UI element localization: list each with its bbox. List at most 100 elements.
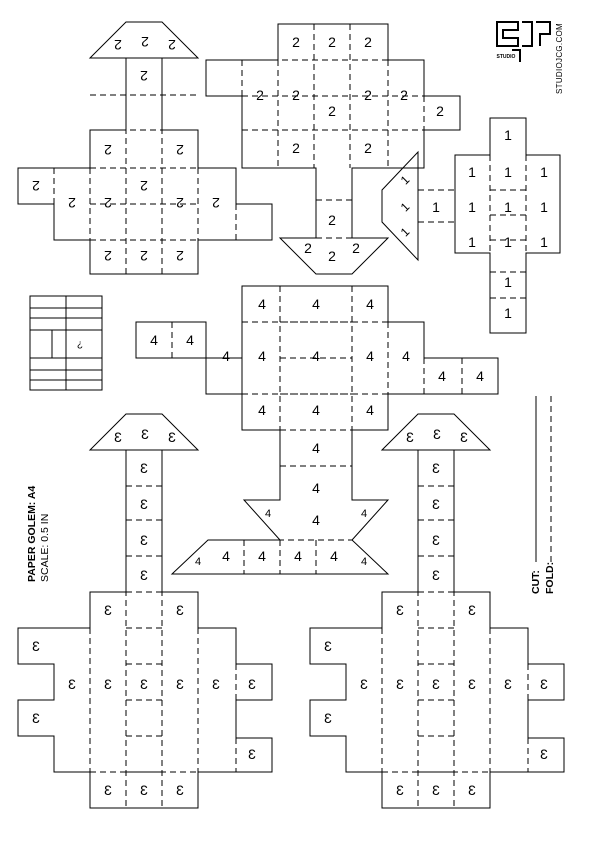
studio-logo	[496, 21, 551, 62]
left-leg-label: 3	[104, 602, 112, 618]
head-label: 1	[398, 172, 413, 187]
left-leg-label: 3	[140, 782, 148, 798]
left-arm-label: 2	[212, 195, 220, 211]
body-label: 2	[292, 87, 300, 103]
head-label: 1	[540, 199, 548, 215]
right-leg-label: 3	[406, 429, 414, 445]
left-arm-outline	[17, 57, 273, 275]
lower-body-label: 4	[361, 508, 367, 520]
right-leg-label: 3	[460, 429, 468, 445]
left-arm-label: 2	[104, 195, 112, 211]
sheet-title: PAPER GOLEM: A4	[26, 485, 38, 582]
right-leg-label: 3	[432, 460, 440, 476]
lower-body-label: 4	[402, 348, 410, 364]
head-label: 1	[504, 274, 512, 290]
right-leg-label: 3	[540, 676, 548, 692]
right-leg-label: 3	[432, 782, 440, 798]
head-label: 1	[504, 234, 512, 250]
right-leg-outline	[309, 449, 565, 809]
body-label: 2	[328, 212, 336, 228]
body-label: 2	[328, 103, 336, 119]
right-leg-label: 3	[396, 782, 404, 798]
lower-body-label: 4	[312, 296, 320, 312]
left-arm-label: 2	[141, 34, 149, 50]
head-label: 1	[398, 199, 413, 214]
body-label: 2	[436, 103, 444, 119]
lower-body-label: 4	[366, 296, 374, 312]
lower-body-label: 4	[366, 348, 374, 364]
right-leg-label: 3	[396, 676, 404, 692]
line-legend: CUT: FOLD:	[529, 562, 557, 594]
left-arm-label: 2	[168, 37, 176, 53]
lower-body-label: 4	[361, 556, 367, 568]
right-leg-label: 3	[468, 676, 476, 692]
right-leg-label: 3	[432, 676, 440, 692]
lower-body-label: 4	[294, 548, 302, 564]
body-label: 2	[304, 240, 312, 256]
right-leg-label: 3	[468, 602, 476, 618]
left-leg-label: 3	[168, 429, 176, 445]
left-arm-label: 2	[32, 178, 40, 194]
right-leg-label: 3	[360, 676, 368, 692]
sheet-scale: SCALE: 0.5 IN	[39, 513, 51, 582]
left-leg-label: 3	[140, 532, 148, 548]
head-label: 1	[504, 164, 512, 180]
head-label: 1	[540, 164, 548, 180]
title-block: PAPER GOLEM: A4 SCALE: 0.5 IN	[26, 486, 52, 582]
lower-body-label: 4	[258, 296, 266, 312]
left-leg-label: 3	[176, 676, 184, 692]
right-leg-label: 3	[432, 532, 440, 548]
head-label: 1	[540, 234, 548, 250]
body-label: 2	[328, 34, 336, 50]
left-arm-tip	[88, 21, 200, 59]
head-label: 1	[504, 305, 512, 321]
body-label: 2	[328, 248, 336, 264]
lower-body-label: 4	[330, 548, 338, 564]
lower-body-outline	[135, 285, 499, 575]
left-leg-label: 3	[104, 676, 112, 692]
left-arm-label: 2	[68, 195, 76, 211]
lower-body-label: 4	[476, 368, 484, 384]
left-leg-label: 3	[176, 782, 184, 798]
left-arm-label: 2	[140, 68, 148, 84]
left-leg-label: 3	[140, 567, 148, 583]
lower-body-label: 4	[258, 548, 266, 564]
left-arm-label: 2	[104, 248, 112, 264]
left-leg-label: 3	[140, 460, 148, 476]
body-label: 2	[292, 34, 300, 50]
body-label: 2	[400, 87, 408, 103]
body-label: 2	[292, 140, 300, 156]
lower-body-label: 4	[258, 402, 266, 418]
logo-text: STUDIO	[497, 54, 516, 60]
body-label: 2	[364, 34, 372, 50]
head-flap	[381, 150, 419, 262]
right-leg-label: 3	[468, 782, 476, 798]
lower-body-label: 4	[150, 332, 158, 348]
right-leg-label: 3	[540, 746, 548, 762]
left-leg-label: 3	[248, 746, 256, 762]
left-leg-label: 3	[212, 676, 220, 692]
lower-body-label: 4	[312, 480, 320, 496]
left-arm-label: 2	[114, 37, 122, 53]
left-leg-label: 3	[104, 782, 112, 798]
left-leg-label: 3	[140, 496, 148, 512]
left-leg-label: 3	[248, 676, 256, 692]
assembly-key-mark: ?	[77, 339, 83, 350]
right-leg-label: 3	[504, 676, 512, 692]
lower-body-label: 4	[312, 402, 320, 418]
lower-body-label: 4	[312, 512, 320, 528]
head-label: 1	[504, 127, 512, 143]
right-leg-label: 3	[396, 602, 404, 618]
left-leg-label: 3	[140, 676, 148, 692]
lower-body-label: 4	[258, 348, 266, 364]
left-arm-label: 2	[104, 142, 112, 158]
body-outline	[205, 23, 461, 275]
head-label: 1	[468, 199, 476, 215]
body-label: 2	[256, 87, 264, 103]
lower-body-label: 4	[312, 348, 320, 364]
head-label: 1	[504, 199, 512, 215]
assembly-key	[29, 295, 103, 391]
left-leg-label: 3	[68, 676, 76, 692]
lower-body-label: 4	[222, 548, 230, 564]
left-leg-label: 3	[114, 429, 122, 445]
